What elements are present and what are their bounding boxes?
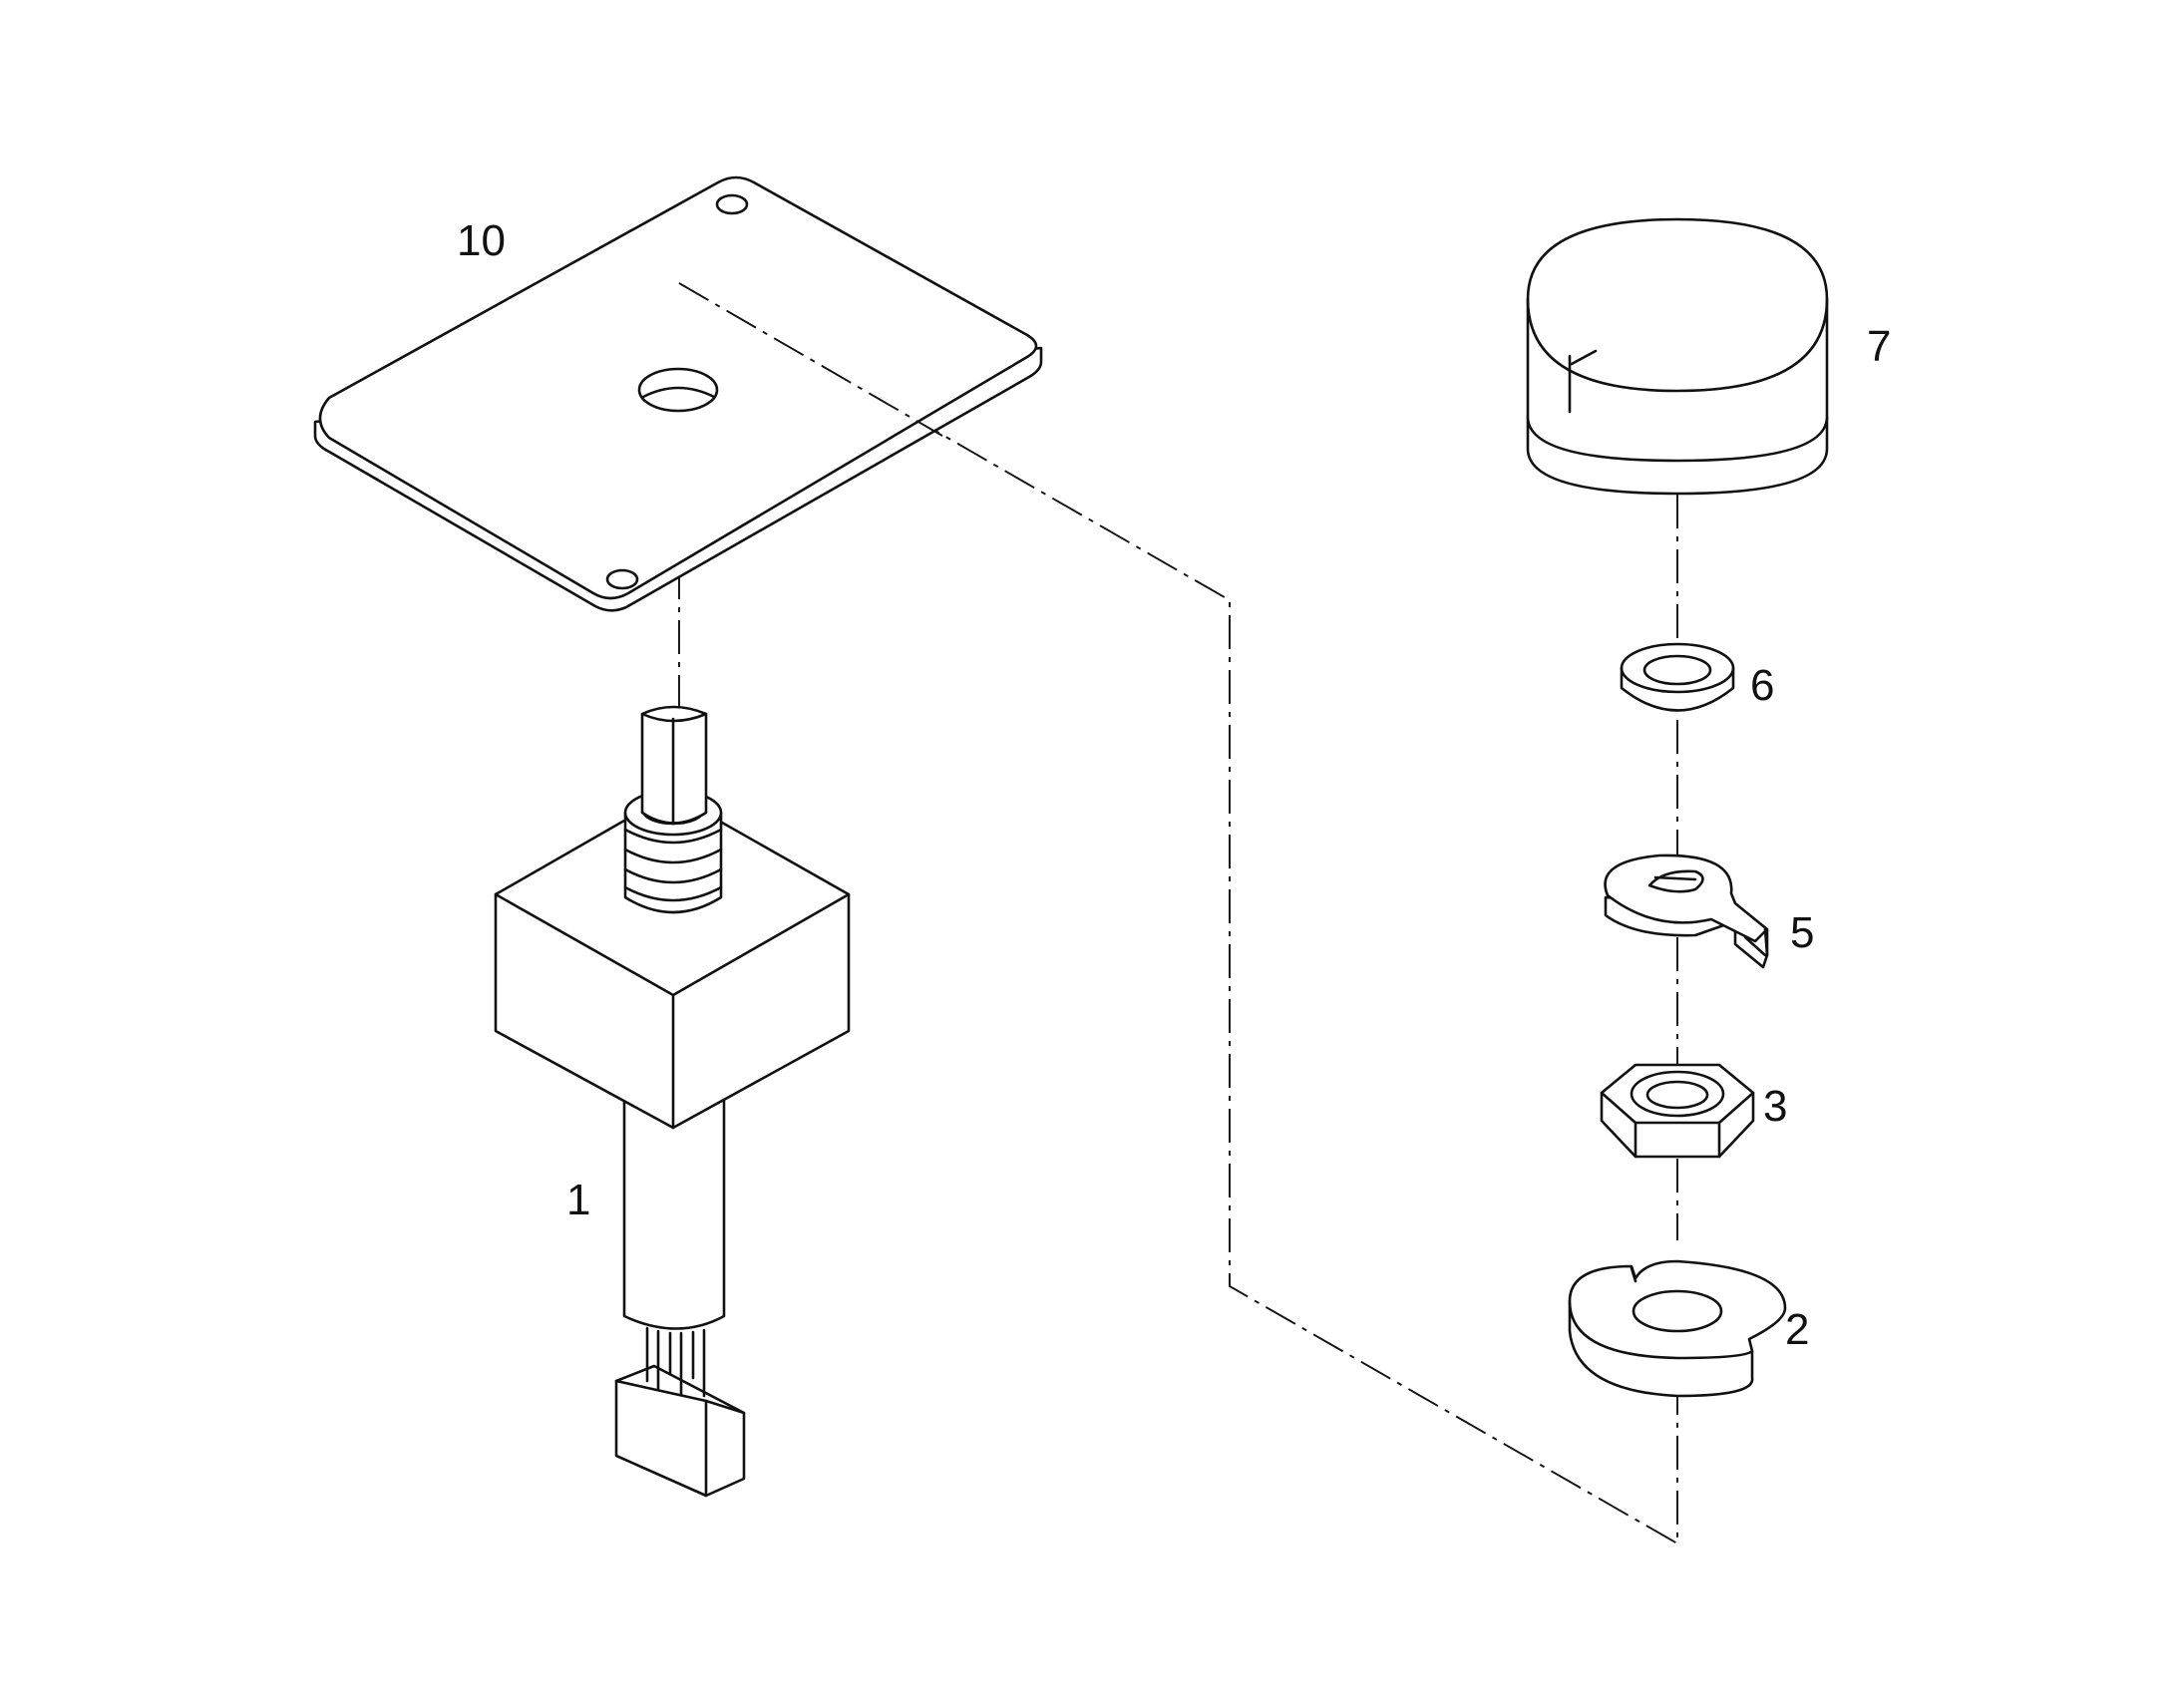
label-anti-rotation-tab: 5 xyxy=(1790,908,1814,957)
label-knob: 7 xyxy=(1867,322,1891,371)
shaft-hole xyxy=(637,367,719,413)
label-cover-plate: 10 xyxy=(457,216,506,265)
potentiometer xyxy=(494,705,851,1498)
label-hex-nut: 3 xyxy=(1763,1082,1787,1131)
knob-indicator-line xyxy=(1568,349,1598,414)
lock-washer xyxy=(1568,1259,1787,1398)
mounting-hole-bottom xyxy=(605,568,639,590)
potentiometer-barrel xyxy=(622,1085,726,1330)
label-potentiometer: 1 xyxy=(566,1176,590,1224)
label-lock-washer: 2 xyxy=(1785,1305,1809,1354)
potentiometer-pins xyxy=(645,1326,706,1403)
mounting-hole-top xyxy=(715,193,749,215)
flat-washer xyxy=(1620,642,1735,712)
d-shaft xyxy=(640,705,708,826)
knob xyxy=(1526,217,1829,496)
assembly-line-over-plate xyxy=(678,282,943,437)
connector-block xyxy=(614,1379,746,1498)
knob-body xyxy=(1526,217,1829,463)
cover-plate xyxy=(313,175,1043,612)
anti-rotation-tab xyxy=(1604,854,1769,969)
label-flat-washer: 6 xyxy=(1750,661,1774,710)
hex-nut xyxy=(1600,1063,1755,1159)
shaft-hole-inner xyxy=(641,386,716,399)
